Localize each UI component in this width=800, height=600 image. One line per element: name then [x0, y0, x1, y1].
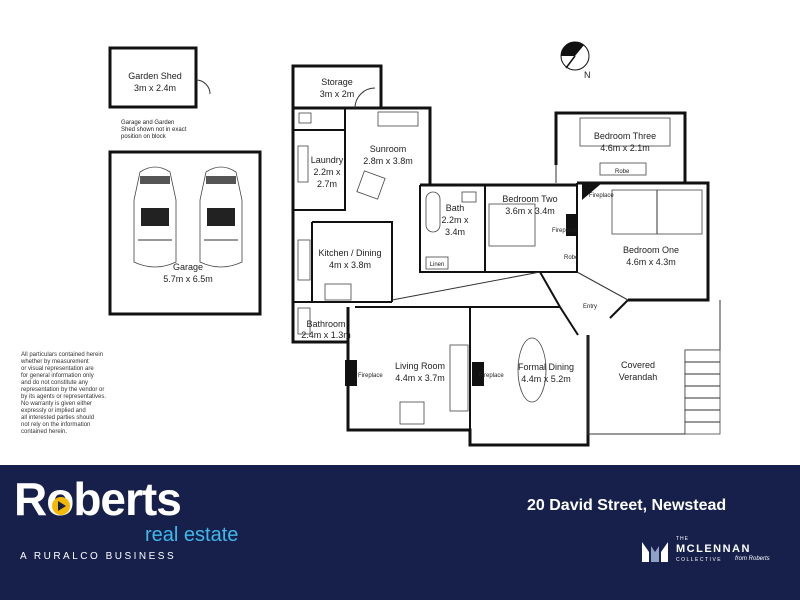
- car-icon: [133, 166, 177, 268]
- toilet-icon: [298, 112, 312, 124]
- sofa-icon: [377, 111, 419, 127]
- fireplace-icon: [566, 214, 576, 236]
- bathroom-size: 2.4m x 1.3m: [301, 330, 351, 340]
- mclennan-collective: COLLECTIVE: [676, 557, 723, 563]
- formal-dining-size: 4.4m x 5.2m: [521, 374, 571, 384]
- bedroom-two-fireplace: Fireplace: [552, 228, 577, 234]
- living-room-name: Living Room: [395, 361, 445, 371]
- garden-shed: Garden Shed 3m x 2.4m: [108, 46, 211, 109]
- floor-plan: Garden Shed 3m x 2.4m Garage and Garden …: [108, 41, 721, 447]
- laundry-name: Laundry: [311, 155, 344, 165]
- garage-note: Garage and Garden Shed shown not in exac…: [121, 120, 188, 140]
- bath-size-line1: 2.2m x: [441, 215, 469, 225]
- mclennan-the: THE: [676, 536, 689, 542]
- fireplace-icon: [472, 362, 484, 386]
- brand-logo-text: Roberts: [14, 473, 182, 525]
- linen-name: Linen: [430, 262, 445, 268]
- toilet-icon: [461, 191, 477, 203]
- vanity-icon: [297, 307, 311, 335]
- garage: Garage 5.7m x 6.5m: [108, 150, 262, 316]
- bathroom-name: Bathroom: [306, 319, 345, 329]
- bathtub-icon: [425, 191, 441, 233]
- storage-size: 3m x 2m: [320, 89, 355, 99]
- dining-table-icon: [517, 337, 547, 403]
- armchair-icon: [356, 170, 386, 200]
- bedroom-one-size: 4.6m x 4.3m: [626, 257, 676, 267]
- sunroom-name: Sunroom: [370, 144, 407, 154]
- bath-name: Bath: [446, 203, 465, 213]
- brand-subtitle: real estate: [145, 524, 239, 546]
- double-bed-icon: [488, 203, 536, 247]
- play-icon: [52, 497, 70, 515]
- garden-shed-size: 3m x 2.4m: [134, 83, 176, 93]
- kitchen-name: Kitchen / Dining: [318, 248, 381, 258]
- storage-name: Storage: [321, 77, 353, 87]
- laundry-size-line2: 2.7m: [317, 179, 337, 189]
- stove-icon: [324, 283, 352, 301]
- disclaimer-text: All particulars contained herein whether…: [21, 352, 107, 435]
- north-label: N: [584, 70, 591, 80]
- property-address: 20 David Street, Newstead: [527, 497, 727, 514]
- entry-name: Entry: [583, 304, 597, 310]
- garden-shed-name: Garden Shed: [128, 71, 182, 81]
- laundry-size-line1: 2.2m x: [313, 167, 341, 177]
- mclennan-name: MCLENNAN: [676, 543, 751, 555]
- bedroom-three-name: Bedroom Three: [594, 131, 656, 141]
- fireplace-icon: [582, 183, 602, 200]
- verandah-name-line1: Covered: [621, 360, 655, 370]
- bedroom-two-robe: Robe: [564, 255, 579, 261]
- robe-icon: [599, 162, 647, 176]
- bed-icon: [579, 117, 671, 147]
- north-arrow-icon: N: [560, 41, 591, 80]
- room-labels: Storage 3m x 2m Sunroom 2.8m x 3.8m Laun…: [301, 77, 679, 384]
- armchair-icon: [399, 401, 425, 425]
- house-walls: [291, 64, 721, 447]
- linen-cupboard: [425, 256, 449, 270]
- interior-walls: [293, 108, 629, 430]
- mclennan-logo-icon: [642, 542, 668, 562]
- stairs-icon: [684, 349, 721, 435]
- fixtures: [297, 87, 721, 435]
- bedroom-three-robe: Robe: [615, 169, 630, 175]
- garage-name: Garage: [173, 262, 203, 272]
- bedroom-one-fireplace: Fireplace: [589, 193, 614, 199]
- bedroom-two-name: Bedroom Two: [502, 194, 557, 204]
- living-fireplace: Fireplace: [358, 373, 383, 379]
- laundry-tub-icon: [297, 145, 309, 183]
- dining-fireplace: Fireplace: [479, 373, 504, 379]
- sofa-icon: [449, 344, 469, 412]
- formal-dining-name: Formal Dining: [518, 362, 574, 372]
- bedroom-two-size: 3.6m x 3.4m: [505, 206, 555, 216]
- brand-tagline: A RURALCO BUSINESS: [20, 551, 177, 562]
- bedroom-three-size: 4.6m x 2.1m: [600, 143, 650, 153]
- bath-size-line2: 3.4m: [445, 227, 465, 237]
- bedroom-one-name: Bedroom One: [623, 245, 679, 255]
- sunroom-size: 2.8m x 3.8m: [363, 156, 413, 166]
- kitchen-bench-icon: [297, 239, 311, 281]
- footer-banner: [0, 465, 800, 600]
- garage-size: 5.7m x 6.5m: [163, 274, 213, 284]
- car-icon: [199, 166, 243, 268]
- verandah-name-line2: Verandah: [619, 372, 658, 382]
- fireplace-icon: [345, 360, 357, 386]
- living-room-size: 4.4m x 3.7m: [395, 373, 445, 383]
- mclennan-script: from Roberts: [735, 556, 770, 562]
- kitchen-size: 4m x 3.8m: [329, 260, 371, 270]
